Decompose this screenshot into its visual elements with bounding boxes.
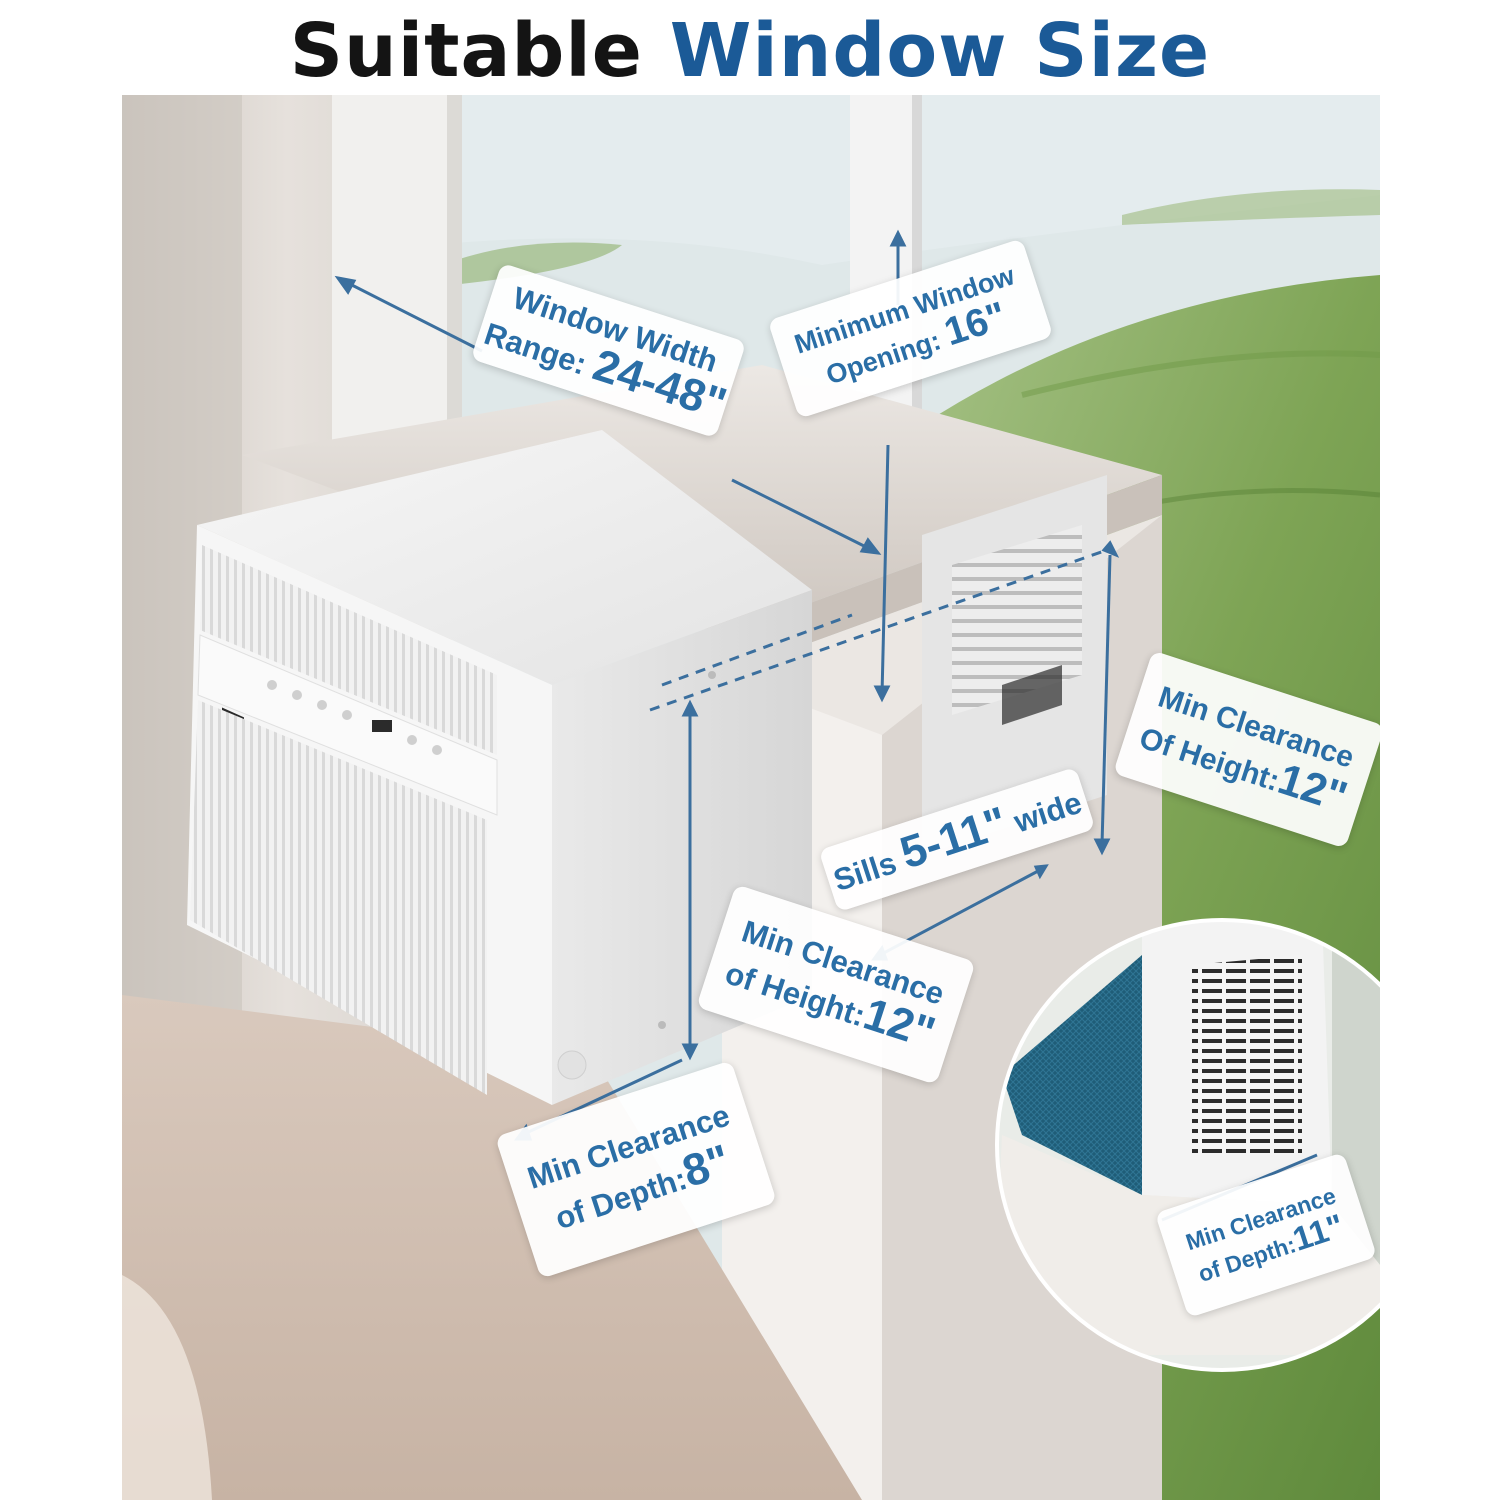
title-part-1: Suitable <box>289 8 643 94</box>
sills-prefix: Sills <box>829 845 901 899</box>
sills-suffix: wide <box>1009 784 1087 840</box>
title-part-2: Window Size <box>669 8 1211 94</box>
page-title: Suitable Window Size <box>0 6 1500 96</box>
scene-illustration: Window Width Range: 24-48" Minimum Windo… <box>122 95 1380 1500</box>
